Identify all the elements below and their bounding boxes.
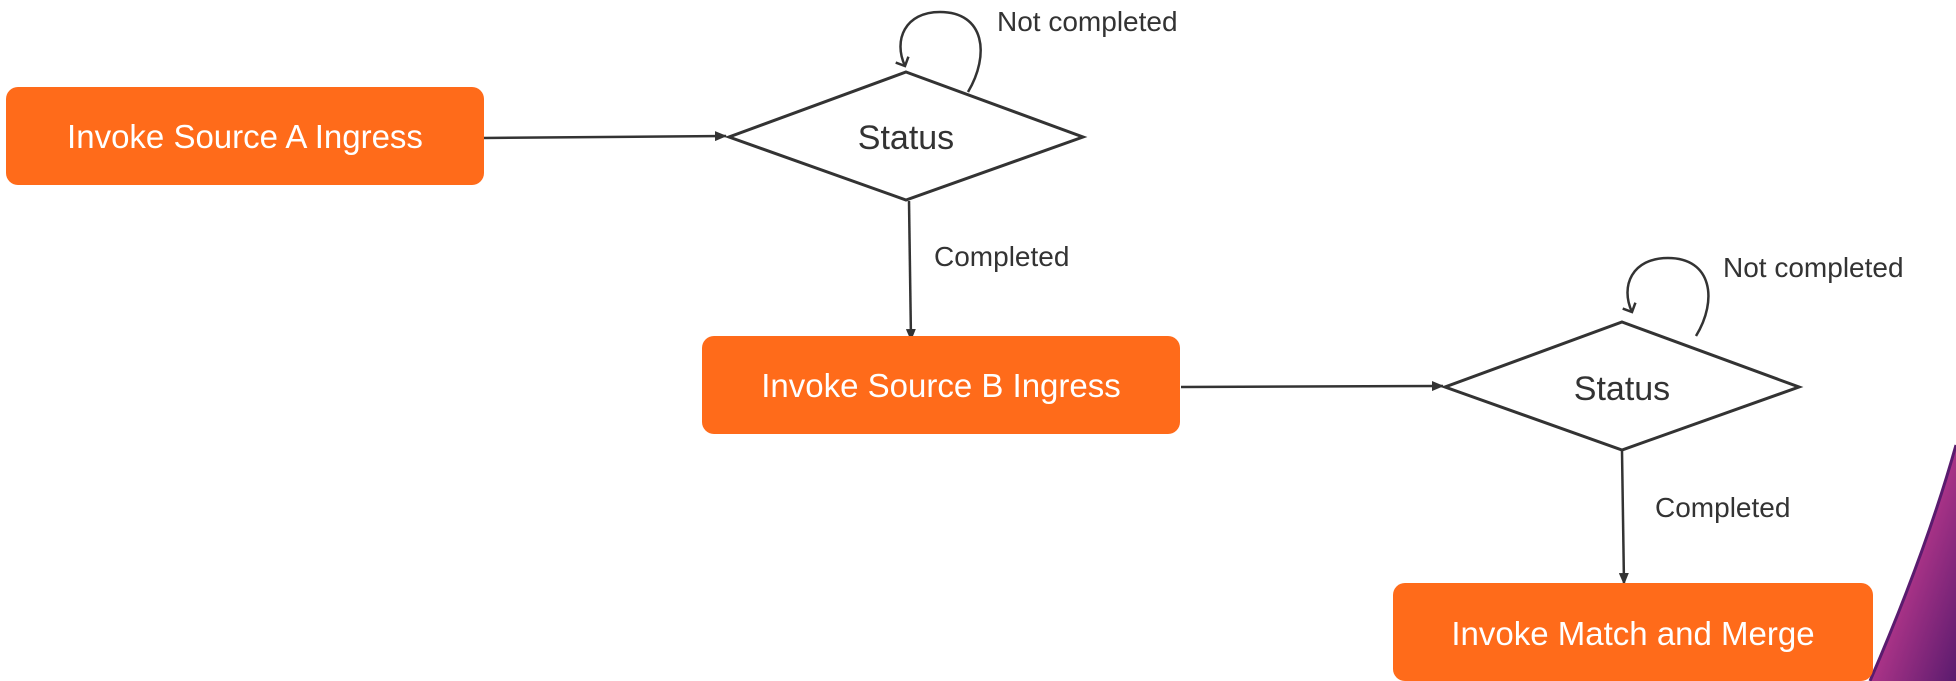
- process-node-source-a-label: Invoke Source A Ingress: [67, 118, 423, 155]
- decision-node-status-1: Status: [724, 70, 1088, 202]
- process-node-match-merge: Invoke Match and Merge: [1393, 583, 1873, 681]
- edge-label-status-1-completed: Completed: [934, 241, 1069, 272]
- decision-node-status-2-label: Status: [1574, 370, 1670, 408]
- process-node-match-merge-label: Invoke Match and Merge: [1451, 615, 1814, 652]
- arrow-status-1-to-source-b: [905, 200, 916, 341]
- edge-label-status-2-not-completed: Not completed: [1723, 252, 1904, 283]
- decision-node-status-2: Status: [1440, 320, 1804, 452]
- process-node-source-b: Invoke Source B Ingress: [702, 336, 1180, 434]
- edge-label-status-2-completed: Completed: [1655, 492, 1790, 523]
- arrow-source-b-to-status-2: [1180, 381, 1444, 392]
- arrow-status-2-to-match-merge: [1618, 450, 1629, 585]
- loop-arrow-status-2: [1622, 256, 1710, 337]
- process-node-source-a: Invoke Source A Ingress: [6, 87, 484, 185]
- process-node-source-b-label: Invoke Source B Ingress: [761, 367, 1121, 404]
- edge-label-status-1-not-completed: Not completed: [997, 6, 1178, 37]
- arrow-source-a-to-status-1: [481, 131, 727, 142]
- corner-decoration-stroke: [1868, 444, 1956, 681]
- corner-decoration: [1870, 445, 1956, 681]
- loop-arrow-status-1: [895, 10, 982, 93]
- decision-node-status-1-label: Status: [858, 119, 954, 157]
